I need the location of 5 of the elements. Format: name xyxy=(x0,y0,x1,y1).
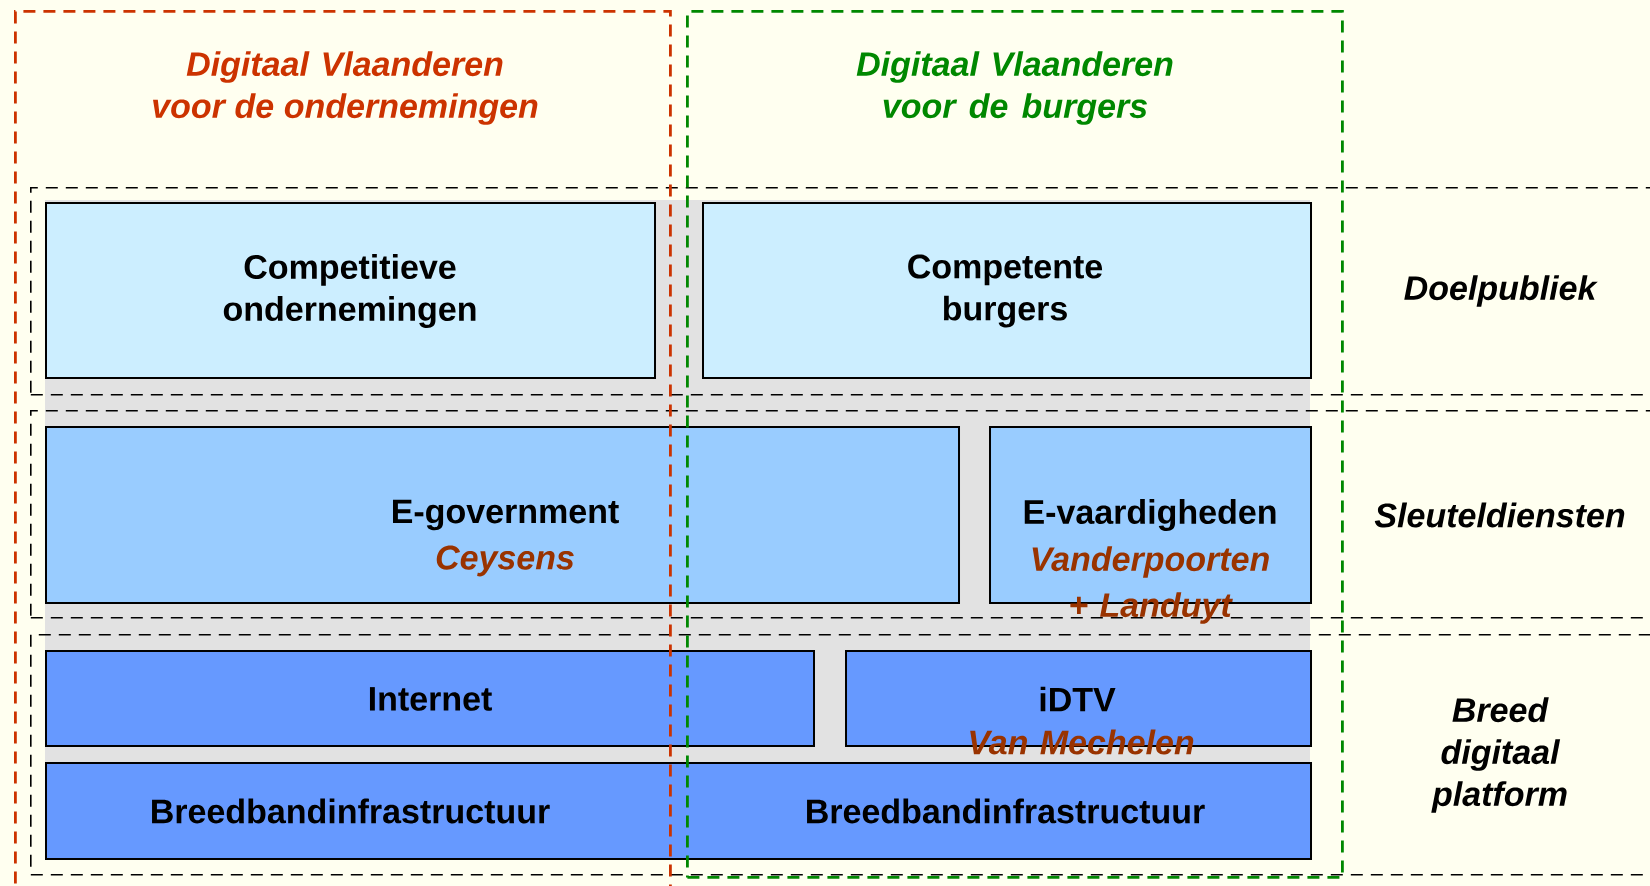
block-box: Internet xyxy=(45,650,815,747)
block-box: Competitieve ondernemingen xyxy=(45,202,656,379)
block-box: Competente burgers xyxy=(702,202,1312,379)
block-box: Breedbandinfrastructuur Breedbandinfrastructuur xyxy=(45,762,1312,860)
block-box: E-government Ceysens xyxy=(45,426,960,604)
